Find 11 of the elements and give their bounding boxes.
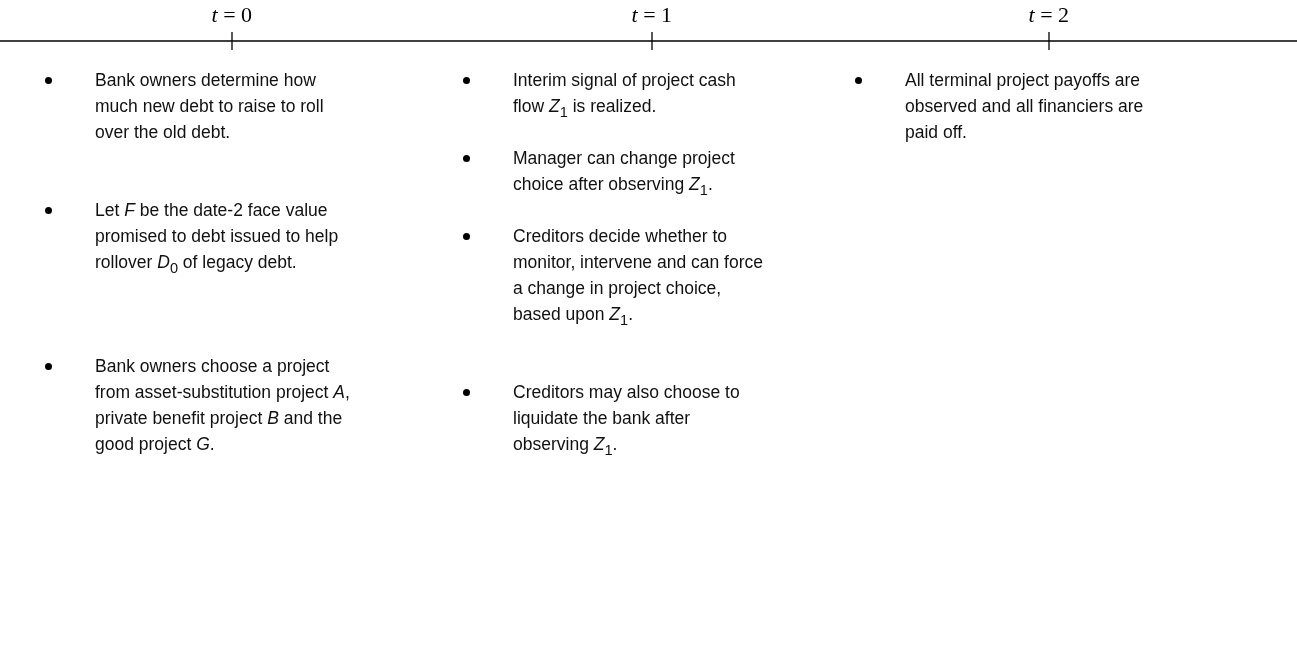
time-label: t = 0 xyxy=(211,2,253,28)
list-item-text: Let F be the date-2 face value promised to debt issued to help rollover D$_{0}$ of legacy debt. xyxy=(95,199,340,278)
list-item-text: Manager can change project choice after observing Z$_{1}$. xyxy=(513,147,736,200)
list-item-text: Bank owners choose a project from asset-substitution project A, private benefit project B and the good project G. xyxy=(95,355,350,456)
list-item-text: Interim signal of project cash flow Z$_{1}$ is realized. xyxy=(513,69,737,122)
time-label: t = 1 xyxy=(631,2,673,28)
list-item-text: All terminal project payoffs are observed and all financiers are paid off. xyxy=(905,69,1145,144)
list-item-text: Bank owners determine how much new debt to raise to roll over the old debt. xyxy=(95,69,325,144)
list-item-text: Creditors decide whether to monitor, intervene and can force a change in project choice, based upon Z$_{1}$. xyxy=(513,225,764,330)
time-label: t = 2 xyxy=(1028,2,1070,28)
list-item-text: Creditors may also choose to liquidate the bank after observing Z$_{1}$. xyxy=(513,381,741,460)
